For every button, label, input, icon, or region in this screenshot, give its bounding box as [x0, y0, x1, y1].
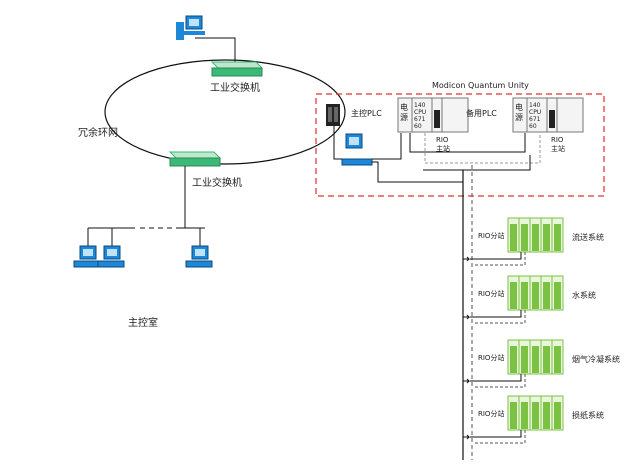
cpu-module-label: CPU	[529, 109, 541, 116]
switch-icon	[210, 61, 264, 77]
rio-master-label: 主站	[436, 144, 450, 153]
rio-station-label: RIO分站	[478, 353, 504, 362]
computer-icon	[176, 15, 205, 40]
io-module	[532, 346, 539, 373]
io-module	[532, 282, 539, 309]
server-icon	[326, 104, 340, 126]
computer-icon	[73, 228, 101, 268]
plc-label: 备用PLC	[466, 108, 497, 118]
io-module	[521, 282, 528, 309]
cpu-module-label: 60	[414, 123, 422, 130]
io-module	[543, 346, 550, 373]
power-module-label: 电	[515, 102, 523, 112]
io-module	[510, 282, 517, 309]
plc-label: 主控PLC	[351, 108, 382, 118]
rio-station: RIO分站 流送系统	[463, 217, 604, 266]
redundant-ring	[104, 59, 346, 165]
io-module	[532, 402, 539, 429]
rio-station: RIO分站 烟气冷凝系统	[463, 339, 620, 388]
cpu-module-label: 671	[414, 116, 426, 123]
io-module	[554, 402, 561, 429]
io-module	[554, 282, 561, 309]
control-room-label: 主控室	[128, 316, 158, 329]
system-label: 损纸系统	[572, 410, 604, 420]
rio-master-label: RIO	[551, 136, 564, 144]
io-module	[532, 224, 539, 251]
io-module	[543, 282, 550, 309]
io-module	[510, 346, 517, 373]
computer-icon	[341, 133, 373, 166]
power-module-label: 源	[515, 113, 523, 122]
rio-station-label: RIO分站	[478, 231, 504, 240]
system-label: 水系统	[572, 290, 596, 300]
switch-bottom-label: 工业交换机	[192, 176, 242, 189]
switch-icon	[168, 151, 222, 167]
rio-master-label: 主站	[551, 144, 565, 153]
link-line	[195, 37, 236, 62]
io-module	[543, 224, 550, 251]
cpu-module-label: 671	[529, 116, 541, 123]
switch-top-label: 工业交换机	[210, 81, 260, 94]
io-module	[554, 224, 561, 251]
io-module	[510, 402, 517, 429]
io-module	[543, 402, 550, 429]
rio-station: RIO分站 损纸系统	[463, 395, 604, 444]
io-module	[521, 346, 528, 373]
power-module-label: 电	[400, 102, 408, 112]
plc-cabinet-box	[315, 93, 605, 197]
system-label: 烟气冷凝系统	[572, 354, 620, 364]
system-label: 流送系统	[572, 232, 604, 242]
power-module-label: 源	[400, 113, 408, 122]
io-module	[521, 402, 528, 429]
computer-icon	[185, 228, 213, 268]
computer-icon	[97, 228, 125, 268]
io-module	[510, 224, 517, 251]
cpu-module-label: 140	[529, 102, 541, 109]
ring-label: 冗余环网	[78, 126, 118, 139]
io-module	[554, 346, 561, 373]
rio-master-label: RIO	[436, 136, 449, 144]
rio-station-label: RIO分站	[478, 409, 504, 418]
cpu-module-label: 60	[529, 123, 537, 130]
cpu-module-label: 140	[414, 102, 426, 109]
diagram-title: Modicon Quantum Unity	[432, 81, 529, 90]
rio-station-label: RIO分站	[478, 289, 504, 298]
io-module	[521, 224, 528, 251]
cpu-module-label: CPU	[414, 109, 426, 116]
rio-station: RIO分站 水系统	[463, 275, 596, 324]
